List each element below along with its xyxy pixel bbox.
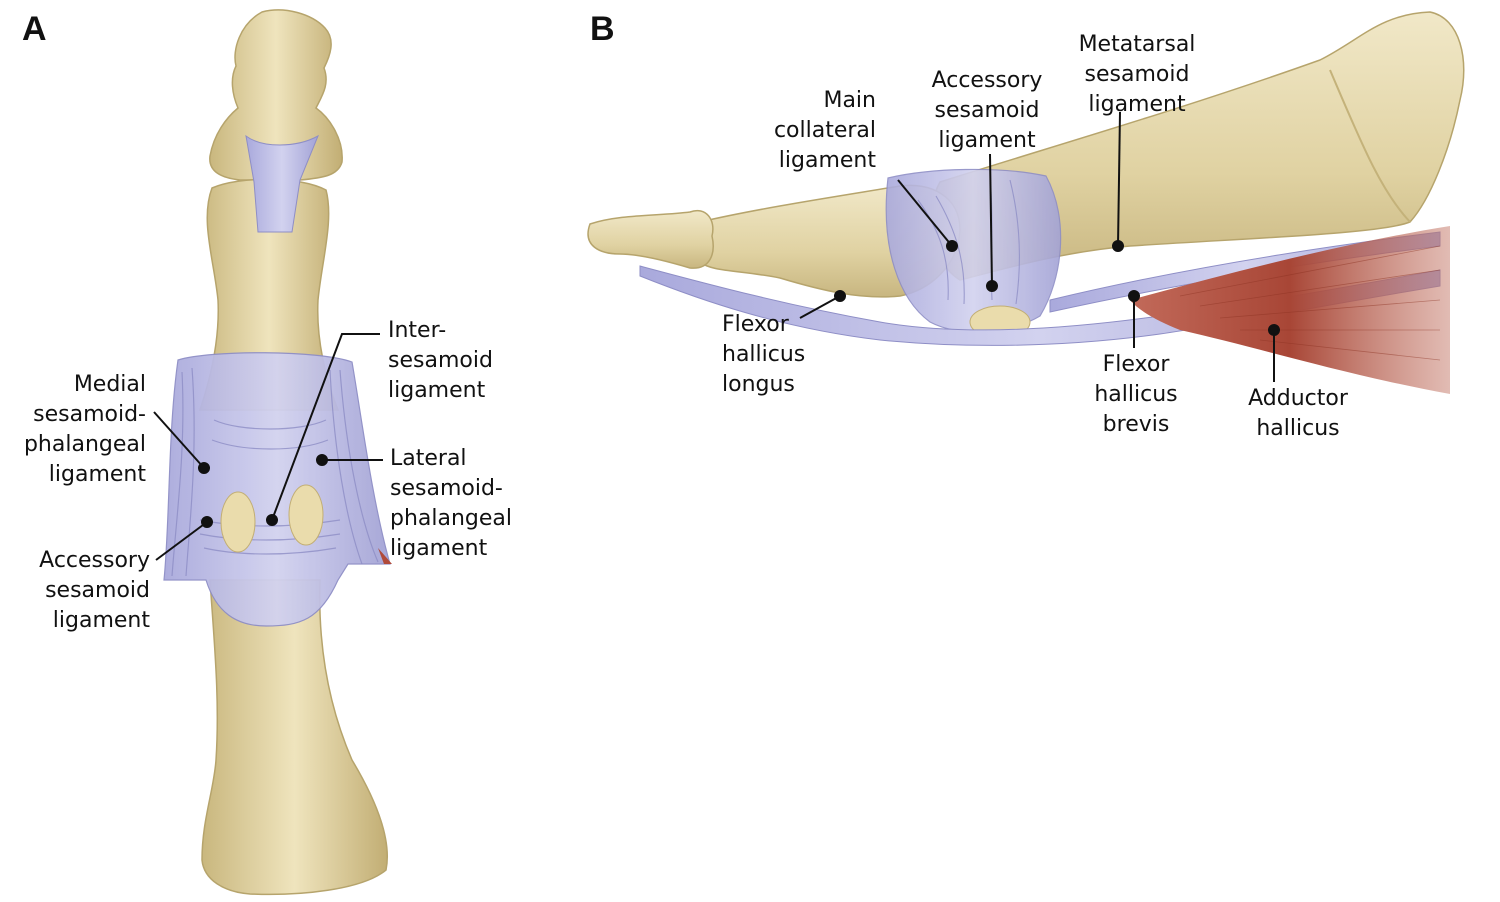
label-lateral-sesamoid-phalangeal-ligament: Lateral sesamoid- phalangeal ligament — [390, 446, 513, 561]
panel-a-letter: A — [22, 10, 47, 48]
metatarsal — [201, 579, 388, 896]
tendon-insertion — [245, 134, 319, 233]
distal-phalanx-b — [587, 209, 714, 269]
muscle-tip — [378, 548, 392, 564]
ligament-fibers — [171, 367, 379, 577]
panel-b-artwork — [587, 11, 1465, 394]
muscle-belly — [1130, 226, 1450, 394]
label-metatarsal-sesamoid-ligament: Metatarsal sesamoid ligament — [1078, 32, 1196, 117]
label-inter-sesamoid-ligament: Inter- sesamoid ligament — [388, 318, 493, 403]
label-flexor-hallicus-longus: Flexor hallicus longus — [722, 312, 806, 397]
lateral-sesamoid — [288, 484, 324, 546]
joint-ligaments — [885, 168, 1062, 333]
panel-b-letter: B — [590, 10, 615, 48]
panel-a-artwork — [163, 9, 392, 896]
joint-line — [1329, 69, 1411, 223]
label-accessory-sesamoid-ligament-a: Accessory sesamoid ligament — [39, 548, 150, 633]
leader-lines — [153, 111, 1280, 561]
label-accessory-sesamoid-ligament-b: Accessory sesamoid ligament — [931, 68, 1043, 153]
label-adductor-hallicus: Adductor hallicus — [1248, 386, 1348, 441]
distal-phalanx — [209, 9, 343, 181]
label-main-collateral-ligament: Main collateral ligament — [773, 88, 876, 173]
label-medial-sesamoid-phalangeal-ligament: Medial sesamoid- phalangeal ligament — [23, 372, 146, 487]
medial-sesamoid — [220, 491, 256, 553]
label-flexor-hallicus-brevis: Flexor hallicus brevis — [1094, 352, 1178, 437]
